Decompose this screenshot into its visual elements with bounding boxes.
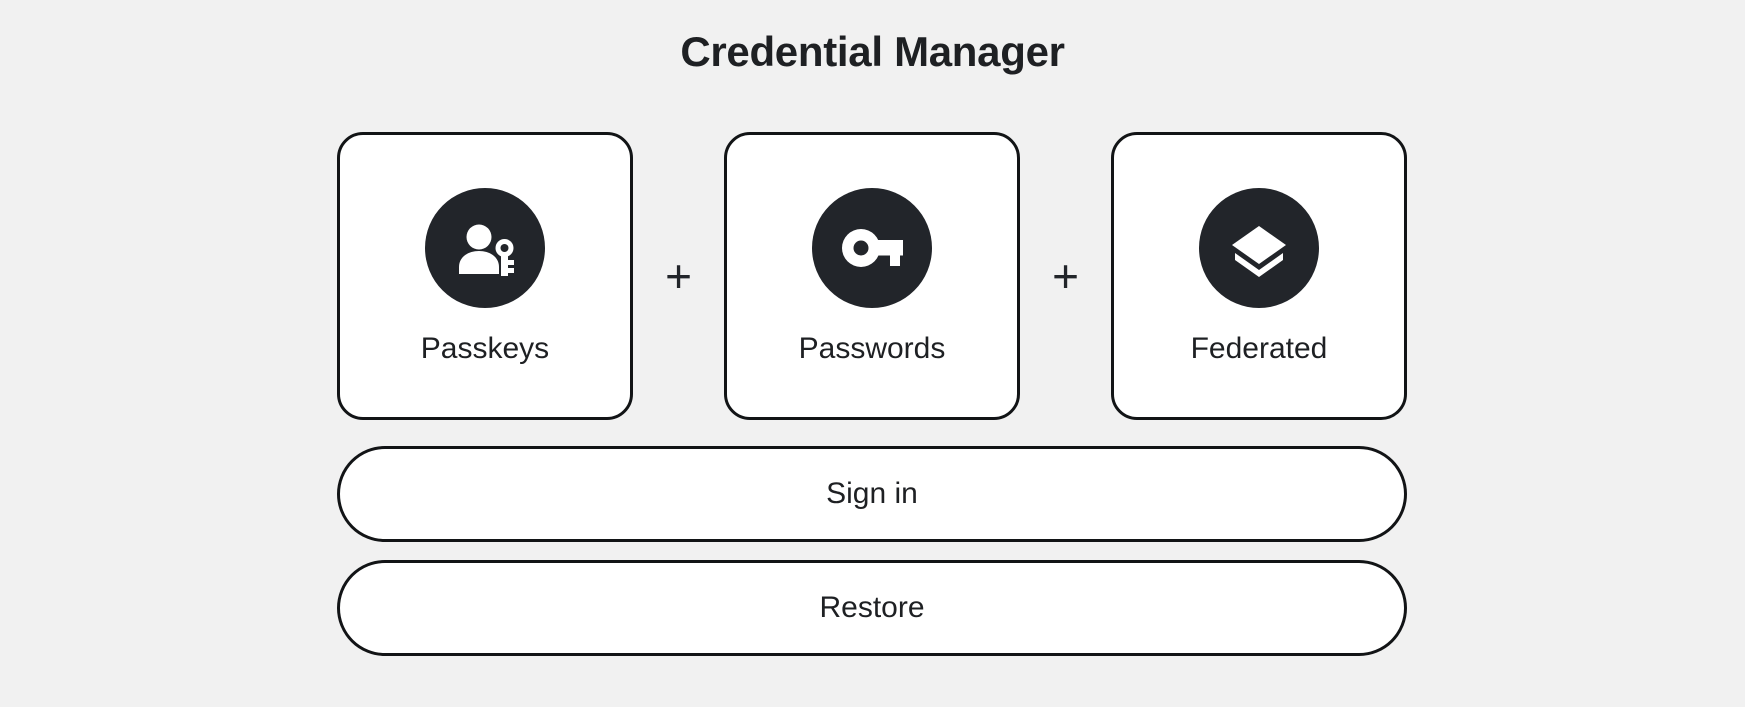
restore-button-label: Restore	[819, 591, 925, 624]
credential-card-label: Federated	[1190, 332, 1328, 365]
key-icon	[812, 188, 932, 308]
person-key-icon	[425, 188, 545, 308]
page-title: Credential Manager	[680, 28, 1065, 75]
sign-in-button[interactable]: Sign in	[337, 446, 1407, 542]
plus-separator-2: +	[1052, 250, 1079, 302]
credential-card-label: Passwords	[798, 332, 946, 365]
sign-in-button-label: Sign in	[826, 477, 918, 510]
plus-separator-1: +	[665, 250, 692, 302]
credential-card-federated[interactable]: Federated	[1111, 132, 1407, 420]
layers-icon	[1199, 188, 1319, 308]
credential-types-row: Passkeys + Passwords +	[337, 131, 1407, 421]
credential-card-label: Passkeys	[420, 332, 550, 365]
credential-card-passkeys[interactable]: Passkeys	[337, 132, 633, 420]
credential-card-passwords[interactable]: Passwords	[724, 132, 1020, 420]
restore-button[interactable]: Restore	[337, 560, 1407, 656]
